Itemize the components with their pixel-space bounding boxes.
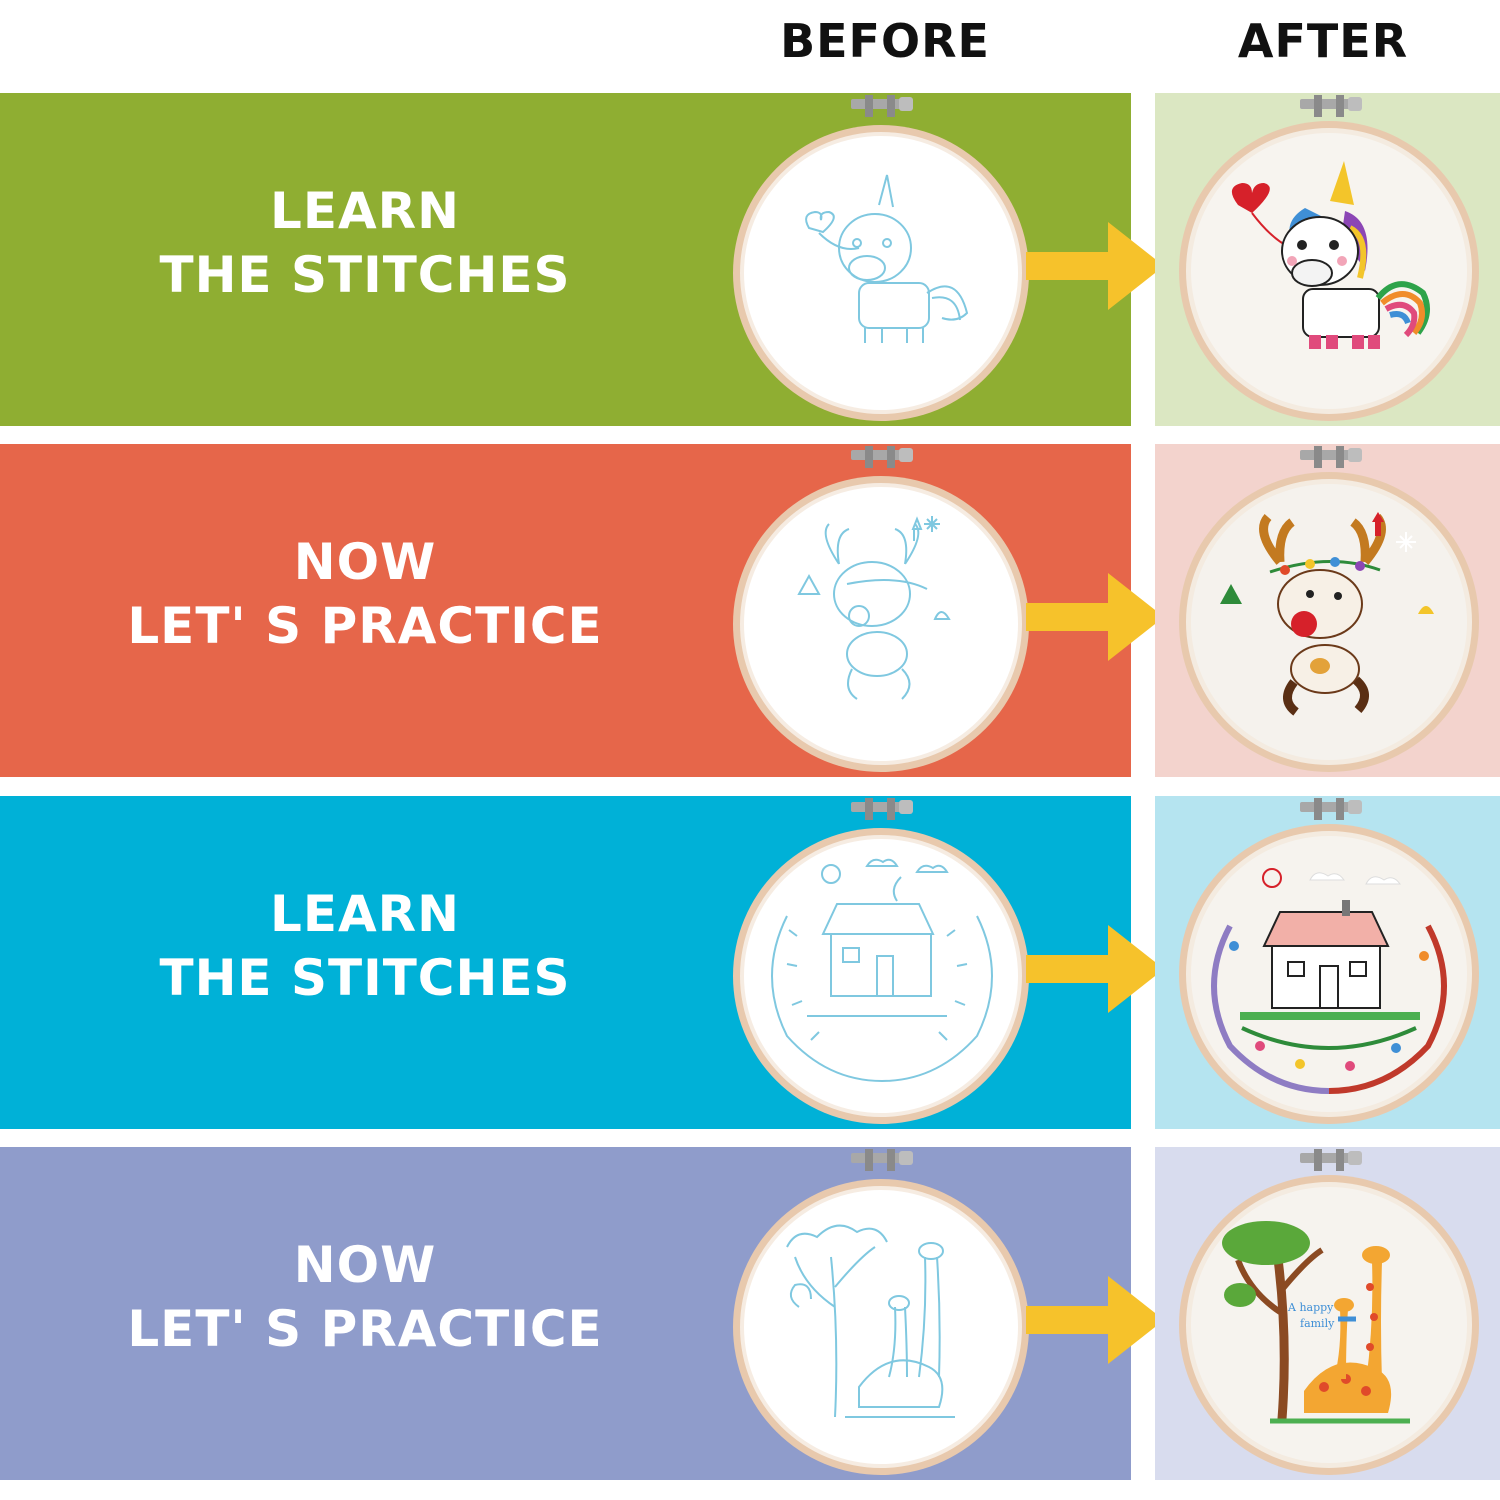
row-giraffes: NOW LET' S PRACTICE (0, 1147, 1500, 1480)
caption-line-2: LET' S PRACTICE (127, 597, 603, 655)
after-panel (1155, 796, 1500, 1129)
caption-line-1: LEARN (269, 182, 461, 240)
caption-text: NOW LET' S PRACTICE (60, 1233, 670, 1361)
row-reindeer: NOW LET' S PRACTICE (0, 444, 1500, 777)
after-hoop-unicorn (1179, 95, 1479, 421)
arrow-right-icon (1026, 573, 1164, 661)
hoop-screw-icon (1300, 1149, 1362, 1171)
hoop-screw-icon (851, 1149, 913, 1171)
caption-text: LEARN THE STITCHES (60, 179, 670, 307)
house-wreath-pattern-icon (771, 858, 993, 1083)
unicorn-embroidery-icon (1231, 161, 1430, 349)
row-house: LEARN THE STITCHES (0, 796, 1500, 1129)
caption-text: NOW LET' S PRACTICE (60, 530, 670, 658)
reindeer-pattern-icon (797, 516, 951, 700)
hoop-screw-icon (851, 446, 913, 468)
hoop-screw-icon (1300, 798, 1362, 820)
hoop-screw-icon (851, 95, 913, 117)
before-hoop-reindeer (733, 446, 1029, 772)
caption-line-1: NOW (293, 1236, 437, 1294)
caption-line-1: LEARN (269, 885, 461, 943)
arrow-right-icon (1026, 1276, 1164, 1364)
caption-text: LEARN THE STITCHES (60, 882, 670, 1010)
giraffe-family-embroidery-icon: A happy family (1222, 1221, 1410, 1424)
before-hoop-unicorn (733, 95, 1029, 421)
before-hoop-giraffes (733, 1149, 1029, 1475)
caption-band: LEARN THE STITCHES (0, 93, 1164, 426)
caption-band: NOW LET' S PRACTICE (0, 444, 1164, 777)
row-unicorn: LEARN THE STITCHES (0, 93, 1500, 426)
caption-band: LEARN THE STITCHES (0, 796, 1164, 1129)
hoop-screw-icon (1300, 446, 1362, 468)
after-panel: A happy family (1155, 1147, 1500, 1480)
column-header-before: BEFORE (780, 14, 990, 68)
caption-line-2: THE STITCHES (159, 246, 571, 304)
after-panel (1155, 444, 1500, 777)
after-panel (1155, 93, 1500, 426)
after-hoop-reindeer (1179, 446, 1479, 772)
hoop-screw-icon (851, 798, 913, 820)
caption-line-1: NOW (293, 533, 437, 591)
unicorn-pattern-icon (805, 174, 969, 343)
before-hoop-house (733, 798, 1029, 1124)
reindeer-embroidery-icon (1220, 512, 1434, 716)
caption-band: NOW LET' S PRACTICE (0, 1147, 1164, 1480)
arrow-right-icon (1026, 925, 1164, 1013)
house-wreath-embroidery-icon (1211, 868, 1447, 1094)
giraffe-pattern-icon (786, 1224, 955, 1418)
after-hoop-house (1179, 798, 1479, 1124)
arrow-right-icon (1026, 222, 1164, 310)
caption-line-2: THE STITCHES (159, 949, 571, 1007)
hoop-screw-icon (1300, 95, 1362, 117)
handwritten-greeting-art: A happy (1287, 1301, 1334, 1314)
column-header-after: AFTER (1237, 14, 1409, 68)
after-hoop-giraffes: A happy family (1179, 1149, 1479, 1475)
caption-line-2: LET' S PRACTICE (127, 1300, 603, 1358)
handwritten-greeting-art-2: family (1300, 1317, 1335, 1330)
